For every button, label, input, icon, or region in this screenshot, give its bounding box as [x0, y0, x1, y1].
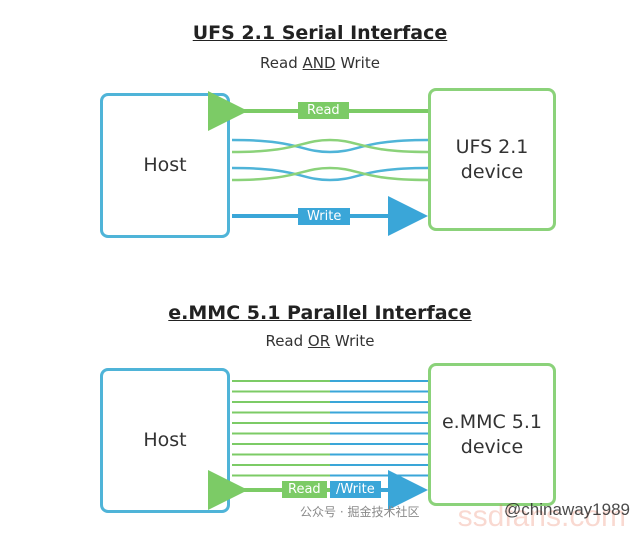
emmc-subtitle-op: OR — [307, 332, 331, 350]
ufs-lane-2-blue — [231, 166, 429, 182]
ufs-subtitle: Read AND Write — [0, 54, 640, 72]
emmc-host-label: Host — [143, 429, 187, 452]
ufs-subtitle-a: Read — [260, 54, 303, 72]
ufs-subtitle-b: Write — [335, 54, 380, 72]
emmc-subtitle: Read OR Write — [0, 332, 640, 350]
ufs-lane-2-green — [231, 166, 429, 182]
ufs-device-line1: UFS 2.1 — [455, 135, 529, 158]
emmc-device-line1: e.MMC 5.1 — [441, 410, 543, 433]
emmc-host-box: Host — [100, 368, 230, 513]
emmc-write-tag: /Write — [330, 481, 381, 498]
ufs-write-tag: Write — [298, 208, 351, 225]
emmc-title: e.MMC 5.1 Parallel Interface — [168, 302, 472, 324]
ufs-title: UFS 2.1 Serial Interface — [192, 22, 448, 44]
emmc-device-line2: device — [460, 435, 524, 458]
emmc-device-label: e.MMC 5.1 device — [442, 410, 542, 459]
ufs-lane-1-green — [231, 138, 429, 154]
ufs-device-label: UFS 2.1 device — [456, 135, 529, 184]
ufs-subtitle-op: AND — [302, 54, 336, 72]
emmc-data-lines — [232, 380, 428, 477]
watermark-right: @chinaway1989 — [504, 500, 630, 519]
ufs-host-label: Host — [143, 154, 187, 177]
emmc-subtitle-b: Write — [330, 332, 375, 350]
emmc-subtitle-a: Read — [265, 332, 308, 350]
watermark-left: 公众号 · 掘金技术社区 — [300, 505, 420, 519]
ufs-device-line2: device — [460, 160, 524, 183]
emmc-device-box: e.MMC 5.1 device — [428, 363, 556, 506]
ufs-lane-1-blue — [231, 138, 429, 154]
ufs-read-tag: Read — [298, 102, 349, 119]
emmc-read-tag: Read — [282, 481, 327, 498]
ufs-device-box: UFS 2.1 device — [428, 88, 556, 231]
